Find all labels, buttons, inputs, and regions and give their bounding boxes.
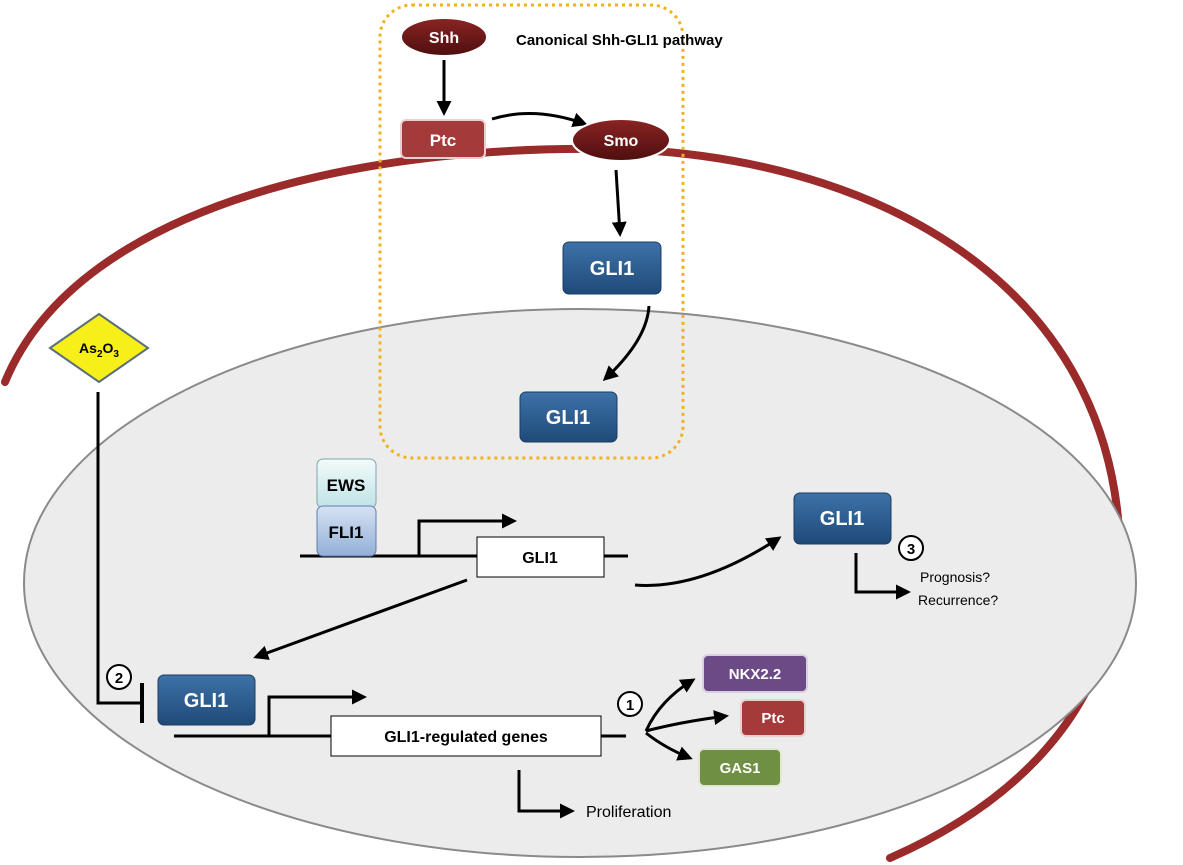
- ptc-receptor: [400, 119, 486, 159]
- gli1-right-label: GLI1: [820, 508, 864, 530]
- gli1-regulated-genes-box: [330, 715, 602, 757]
- gli1-left-box: [157, 674, 256, 726]
- gli1-gene-label: GLI1: [522, 550, 558, 567]
- shh-label: Shh: [429, 30, 459, 47]
- ptc-target-label: Ptc: [761, 710, 784, 727]
- marker-1-label: 1: [626, 697, 634, 714]
- as2o3-drug-diamond: [48, 312, 150, 384]
- proliferation-label: Proliferation: [586, 804, 671, 821]
- gli1-gene-to-protein-right-arrow: [634, 536, 782, 587]
- fli1-label: FLI1: [329, 523, 364, 542]
- gli1-nucleus-label: GLI1: [546, 407, 590, 429]
- nucleus: [23, 308, 1137, 858]
- target-genes-transcription-start: [267, 689, 367, 736]
- canonical-pathway-box: [378, 3, 685, 460]
- shh-ligand: [400, 17, 488, 57]
- smo-to-gli1-arrow: [611, 169, 627, 237]
- smo-label: Smo: [604, 133, 639, 150]
- as2o3-label: As2O3: [79, 340, 119, 360]
- target-nkx22-arrow: [644, 678, 696, 732]
- gli1-gene-box: [476, 536, 605, 578]
- gli1-gene-to-protein-left-arrow: [253, 578, 468, 660]
- proliferation-arrow: [517, 770, 575, 819]
- gli1-nucleus-box: [519, 391, 618, 443]
- gas1-box: [698, 748, 782, 787]
- gli1-cytoplasm-label: GLI1: [590, 258, 634, 280]
- marker-1-circle: [617, 691, 643, 717]
- as2o3-inhibition-line: [96, 392, 140, 705]
- gli1-nuclear-translocation-arrow: [602, 305, 651, 382]
- recurrence-label: Recurrence?: [918, 592, 998, 608]
- target-ptc-arrow: [645, 710, 729, 733]
- ptc-receptor-label: Ptc: [430, 131, 456, 150]
- gli1-transcription-start: [417, 513, 517, 556]
- marker-3-label: 3: [907, 541, 915, 558]
- prognosis-label: Prognosis?: [920, 569, 990, 585]
- nkx22-label: NKX2.2: [729, 666, 782, 683]
- gli1-left-label: GLI1: [184, 690, 228, 712]
- gli1-regulated-genes-label: GLI1-regulated genes: [384, 729, 548, 746]
- prognosis-arrow: [854, 553, 911, 600]
- cell-membrane: [1, 144, 1125, 862]
- fli1-box: [316, 505, 377, 557]
- gas1-label: GAS1: [720, 760, 761, 777]
- marker-2-label: 2: [115, 670, 123, 687]
- pathway-title: Canonical Shh-GLI1 pathway: [516, 32, 723, 49]
- ptc-target-box: [740, 699, 806, 737]
- ptc-to-smo-arrow: [491, 112, 588, 127]
- nkx22-box: [702, 654, 808, 693]
- smo-receptor: [571, 118, 671, 162]
- marker-3-circle: [898, 535, 924, 561]
- marker-2-circle: [106, 664, 132, 690]
- gli1-right-box: [793, 492, 892, 545]
- target-gas1-arrow: [645, 731, 693, 761]
- gli1-cytoplasm-box: [562, 241, 662, 295]
- ews-label: EWS: [327, 476, 366, 495]
